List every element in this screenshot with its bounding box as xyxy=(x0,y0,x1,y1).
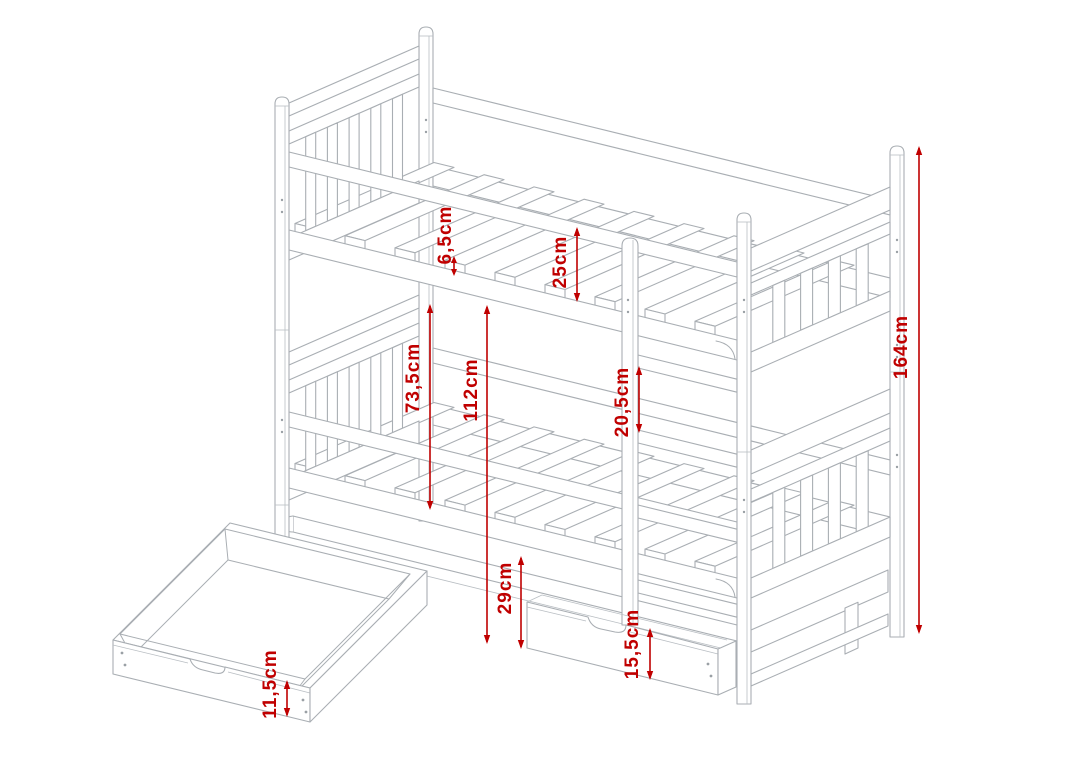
lower-left-headboard xyxy=(288,294,420,501)
upper-right-headboard xyxy=(750,186,891,373)
dimension-total-height: 164cm xyxy=(891,146,923,634)
dimension-label: 164cm xyxy=(891,315,912,379)
ladder xyxy=(621,237,738,626)
dimension-floor-to-upper-slats: 112cm xyxy=(461,305,491,644)
dimension-label: 73,5cm xyxy=(403,343,424,413)
lower-right-headboard xyxy=(750,388,891,599)
front-left-post xyxy=(274,96,290,589)
pullout-storage-drawer xyxy=(112,522,428,723)
dimension-label: 6,5cm xyxy=(435,206,456,265)
dimension-label: 11,5cm xyxy=(260,649,281,718)
dimension-clearance-between-bunks: 73,5cm xyxy=(403,304,434,510)
under-bed-drawer xyxy=(526,594,737,696)
dimension-label: 112cm xyxy=(461,358,482,421)
dimension-storage-drawer-height: 11,5cm xyxy=(260,649,291,719)
dimension-ladder-rung-spacing: 20,5cm xyxy=(612,366,643,437)
dimension-label: 20,5cm xyxy=(612,367,633,437)
dimension-floor-to-lower-bunk: 29cm xyxy=(495,556,525,649)
front-right-post xyxy=(736,212,752,705)
dimension-slat-frame-depth: 6,5cm xyxy=(435,206,457,276)
dimension-upper-bunk-rail-depth: 25cm xyxy=(550,227,581,302)
upper-left-headboard xyxy=(288,45,420,261)
dimension-label: 15,5cm xyxy=(622,609,643,679)
dimension-label: 25cm xyxy=(550,236,571,289)
dimension-bed-drawer-front-height: 15,5cm xyxy=(622,609,654,680)
back-right-post xyxy=(889,145,905,638)
dimension-label: 29cm xyxy=(495,562,516,615)
